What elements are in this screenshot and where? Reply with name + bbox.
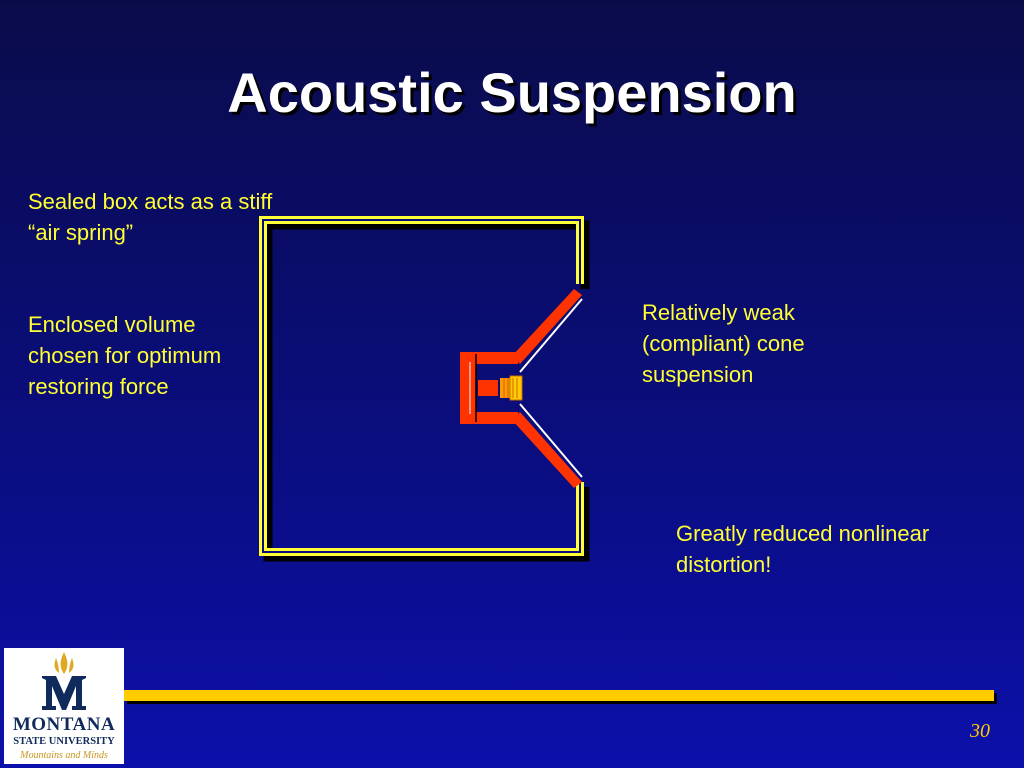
logo-m-emblem [42,652,86,710]
note-distortion: Greatly reduced nonlinear distortion! [676,521,930,577]
cone-membrane-bottom [519,403,583,478]
logo-name: MONTANA [12,714,116,735]
note-air-spring: Sealed box acts as a stiff “air spring” [28,189,273,245]
sealed-box-inner-line [262,219,581,553]
page-number: 30 [970,720,990,742]
university-logo: MONTANA STATE UNIVERSITY Mountains and M… [4,648,124,764]
slide-title: Acoustic Suspension [227,61,797,124]
sealed-box-outline [259,216,584,556]
voice-coil [500,375,523,401]
cone-bottom [512,412,582,488]
logo-tagline: Mountains and Minds [20,750,108,761]
magnet-assembly [460,352,518,424]
note-enclosed-volume: Enclosed volume chosen for optimum resto… [28,312,222,399]
cone-membrane-top [519,298,583,373]
box-shadow [263,220,590,562]
footer-divider [124,690,994,701]
cone-top [512,289,582,364]
note-cone-suspension: Relatively weak (compliant) cone suspens… [642,300,805,387]
logo-subtitle: STATE UNIVERSITY [13,736,115,747]
